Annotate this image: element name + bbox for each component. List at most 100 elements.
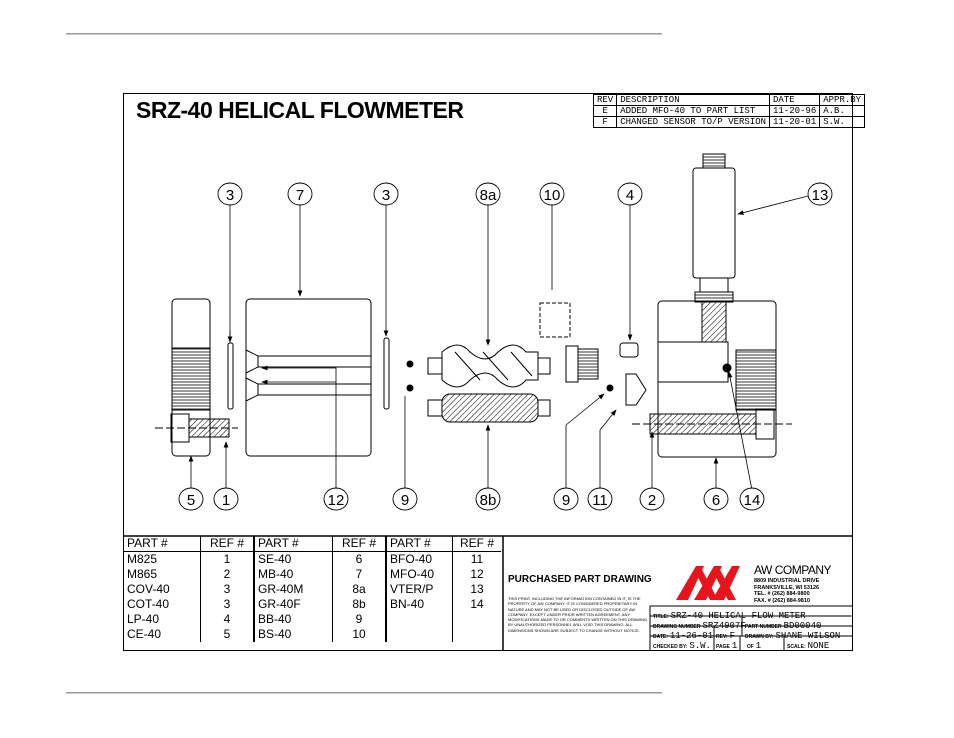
ref-cell: 14 — [452, 597, 501, 612]
part-cell: BB-40 — [253, 612, 333, 627]
part-col-header: PART # — [124, 536, 201, 552]
o-ring-right — [383, 337, 390, 410]
title-field: TITLE:SRZ-40 HELICAL FLOW METER — [653, 605, 806, 623]
of-value: 1 — [755, 641, 762, 651]
ref-col-header: REF # — [452, 536, 501, 552]
page-label: PAGE — [716, 644, 730, 650]
top-rule — [66, 33, 662, 35]
callout-11: 11 — [592, 492, 608, 509]
scale-value: NONE — [807, 641, 830, 651]
table-row: M865 2 MB-40 7 MFO-40 12 — [124, 567, 501, 582]
parts-header-row: PART # REF # PART # REF # PART # REF # — [124, 536, 501, 552]
part-cell: BS-40 — [253, 627, 333, 642]
ref-cell — [452, 627, 501, 642]
date-value: 11-26-01 — [669, 631, 714, 641]
part-cell: M865 — [127, 567, 158, 581]
ref-cell: 6 — [332, 551, 386, 567]
address-line-2: FRANKSVILLE, WI 53126 — [754, 584, 820, 591]
scale-field: SCALE:NONE — [787, 635, 829, 653]
drawing-title: SRZ-40 HELICAL FLOWMETER — [136, 97, 464, 123]
part-cell: COV-40 — [127, 582, 170, 596]
ref-cell: 3 — [200, 582, 254, 597]
part-cell — [385, 612, 453, 627]
checked-by-label: CHECKED BY: — [653, 644, 688, 650]
callout-8b: 8b — [480, 492, 497, 509]
date-label: DATE: — [653, 634, 668, 640]
revision-table: REV DESCRIPTION DATE APPR.BY E ADDED MFO… — [592, 94, 866, 128]
callout-10: 10 — [544, 187, 561, 204]
ref-cell: 8a — [332, 582, 386, 597]
fax-line: FAX. # (262) 884-9810 — [754, 597, 810, 604]
helical-gear-8b — [427, 393, 551, 423]
parts-table: PART # REF # PART # REF # PART # REF # M… — [124, 536, 501, 642]
callout-14: 14 — [744, 492, 761, 509]
part-cell: BN-40 — [385, 597, 453, 612]
rev-value: F — [729, 631, 736, 641]
end-cap-right — [632, 300, 792, 458]
ref-cell: 1 — [200, 551, 254, 567]
table-row: COT-40 3 GR-40F 8b BN-40 14 — [124, 597, 501, 612]
ref-cell: 8b — [332, 597, 386, 612]
part-cell: LP-40 — [127, 612, 160, 626]
tel-line: TEL. # (262) 884-9800 — [754, 591, 810, 597]
end-cap-left — [155, 298, 238, 457]
company-name: AW COMPANY — [754, 563, 832, 577]
spur-gear — [565, 345, 599, 383]
table-row: CE-40 5 BS-40 10 — [124, 627, 501, 642]
date-field: DATE:11-26-01 — [653, 625, 713, 643]
callout-9: 9 — [401, 492, 409, 509]
table-row: M825 1 SE-40 6 BFO-40 11 — [124, 551, 501, 567]
ball-bearing-right — [606, 384, 614, 392]
part-number-value: BD00040 — [783, 621, 822, 631]
drawing-frame — [123, 93, 853, 651]
callout-9: 9 — [562, 492, 570, 509]
revision-row: F CHANGED SENSOR TO/P VERSION 11-20-01 S… — [592, 116, 866, 128]
drawing-number-label: DRAWING NUMBER — [653, 624, 701, 630]
part-cell: BFO-40 — [385, 551, 453, 567]
locator-pin — [619, 342, 639, 358]
table-row: COV-40 3 GR-40M 8a VTER/P 13 — [124, 582, 501, 597]
part-cell: SE-40 — [253, 551, 333, 567]
ref-cell: 13 — [452, 582, 501, 597]
ref-cell: 2 — [200, 567, 254, 582]
callout-6: 6 — [712, 492, 720, 509]
drawn-by-field: DRAWN BY:SHANE WILSON — [745, 625, 840, 643]
desc-cell: CHANGED SENSOR TO/P VERSION — [616, 116, 771, 128]
proprietary-note: THIS PRINT, INCLUDING THE INFORMATION CO… — [508, 596, 648, 633]
drawn-by-value: SHANE WILSON — [775, 631, 841, 641]
checked-by-field: CHECKED BY:S.W. — [653, 635, 711, 653]
bottom-rule — [66, 692, 662, 694]
ref-cell: 9 — [332, 612, 386, 627]
drawn-by-label: DRAWN BY: — [745, 634, 774, 640]
scale-label: SCALE: — [787, 644, 806, 650]
ref-cell: 11 — [452, 551, 501, 567]
bearing-shaft — [539, 302, 571, 338]
sensor — [692, 153, 736, 343]
part-cell: CE-40 — [127, 627, 162, 641]
of-label: OF — [746, 644, 754, 650]
callout-8a: 8a — [480, 187, 497, 204]
ref-col-header: REF # — [200, 536, 254, 552]
part-col-header: PART # — [385, 536, 453, 552]
title-label: TITLE: — [653, 614, 669, 620]
part-col-header: PART # — [253, 536, 333, 552]
part-cell: VTER/P — [385, 582, 453, 597]
ball-bearing-bottom — [406, 384, 414, 392]
callout-bubbles — [178, 182, 833, 511]
ref-cell: 5 — [200, 627, 254, 642]
callout-3: 3 — [382, 187, 390, 204]
bearing-fitting — [625, 373, 647, 406]
part-cell — [385, 627, 453, 642]
callout-13: 13 — [812, 187, 829, 204]
ball-bearing-top — [406, 360, 414, 368]
callout-7: 7 — [296, 187, 304, 204]
title-value: SRZ-40 HELICAL FLOW METER — [670, 611, 806, 621]
ref-cell: 10 — [332, 627, 386, 642]
ref-cell: 3 — [200, 597, 254, 612]
part-cell: GR-40M — [253, 582, 333, 597]
purchased-part-label: PURCHASED PART DRAWING — [508, 574, 652, 585]
callout-5: 5 — [187, 492, 195, 509]
part-cell: M825 — [127, 552, 158, 566]
